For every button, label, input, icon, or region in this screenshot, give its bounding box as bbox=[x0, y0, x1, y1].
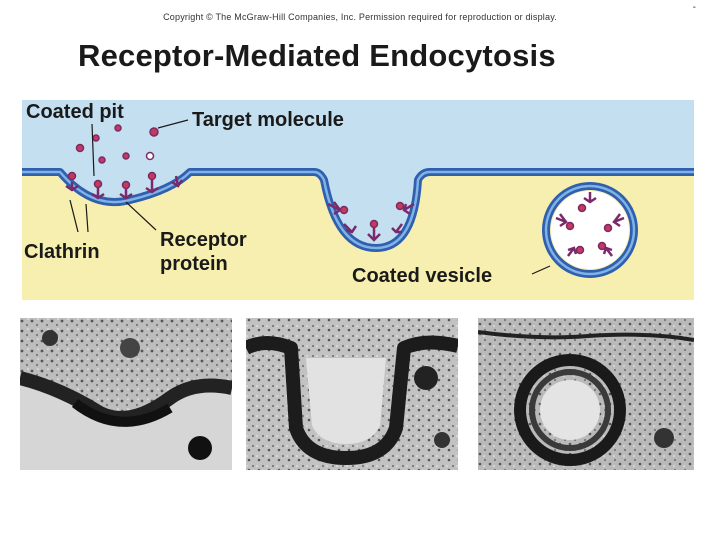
micrograph-invaginating-pit bbox=[246, 318, 458, 470]
cytoplasm-region bbox=[22, 172, 694, 300]
invagination-molecules bbox=[339, 201, 405, 229]
page-title: Receptor-Mediated Endocytosis bbox=[78, 38, 556, 73]
label-coated-pit: Coated pit bbox=[26, 101, 124, 123]
micrograph-coated-vesicle bbox=[478, 318, 694, 470]
coated-vesicle-highlight bbox=[544, 184, 636, 276]
vesicle-receptors bbox=[555, 192, 625, 257]
plasma-membrane-highlight bbox=[22, 170, 694, 250]
endocytosis-diagram: Coated pit Target molecule Clathrin Rece… bbox=[22, 100, 694, 300]
target-molecules bbox=[75, 124, 159, 164]
invagination-receptors bbox=[327, 201, 415, 242]
label-receptor-line2: protein bbox=[160, 253, 228, 275]
micrograph-coated-pit bbox=[20, 318, 232, 470]
label-target-molecule: Target molecule bbox=[192, 109, 344, 131]
leader-lines bbox=[69, 119, 551, 275]
pit-receptors bbox=[65, 175, 184, 200]
copyright-notice: Copyright © The McGraw-Hill Companies, I… bbox=[163, 12, 557, 22]
label-clathrin: Clathrin bbox=[24, 241, 100, 263]
vesicle-molecules bbox=[565, 203, 613, 255]
label-coated-vesicle: Coated vesicle bbox=[352, 265, 492, 287]
label-receptor-line1: Receptor bbox=[160, 229, 247, 251]
pit-bound-molecules bbox=[67, 171, 157, 190]
corner-mark: - bbox=[692, 2, 696, 13]
